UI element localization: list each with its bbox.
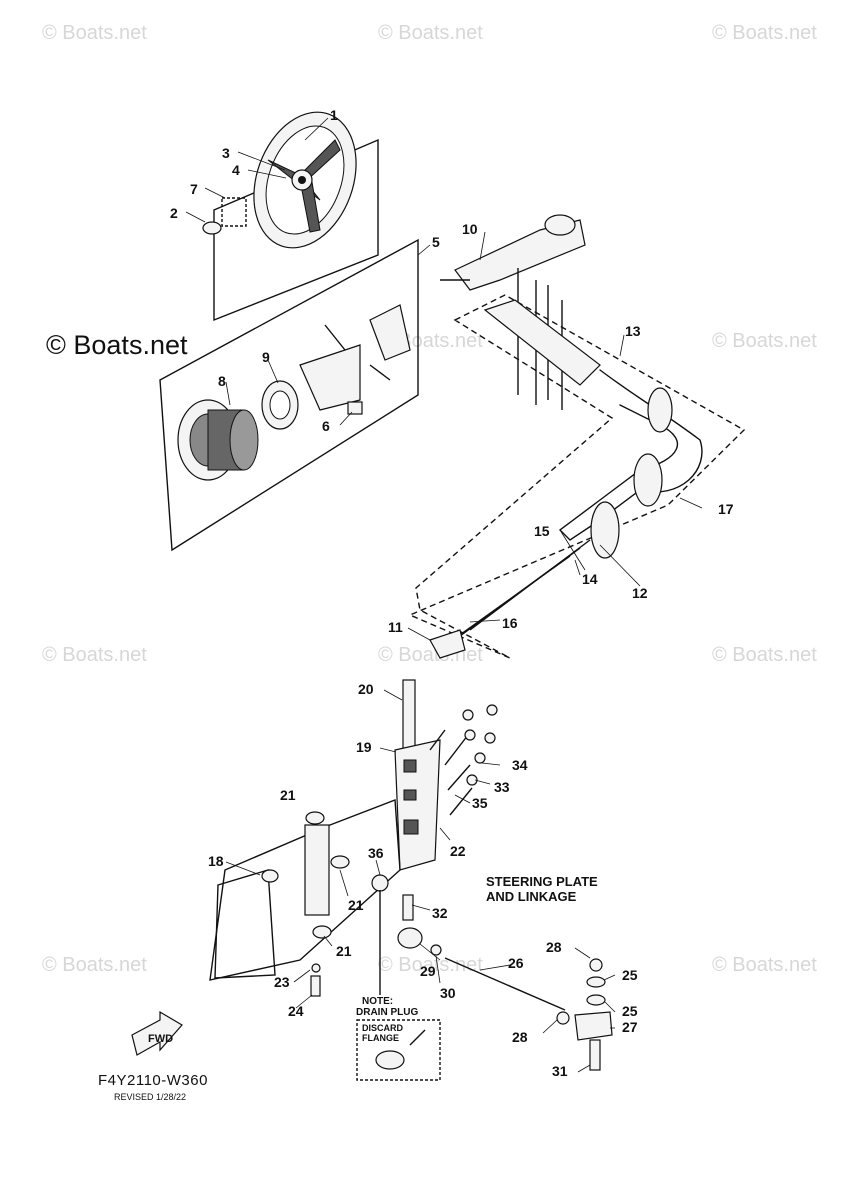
callout-13: 13 xyxy=(625,323,641,339)
watermark: © Boats.net xyxy=(42,22,147,44)
watermark: © Boats.net xyxy=(712,954,817,976)
callout-21-top: 21 xyxy=(280,787,296,803)
diagram-title-line2: AND LINKAGE xyxy=(486,889,577,904)
callout-36: 36 xyxy=(368,845,384,861)
callout-18: 18 xyxy=(208,853,224,869)
drain-plug-note xyxy=(356,1019,441,1081)
watermark-large: © Boats.net xyxy=(46,330,188,360)
callout-27: 27 xyxy=(622,1019,638,1035)
callout-34: 34 xyxy=(512,757,528,773)
watermark: © Boats.net xyxy=(712,330,817,352)
callout-15: 15 xyxy=(534,523,550,539)
callout-20: 20 xyxy=(358,681,374,697)
callout-30: 30 xyxy=(440,985,456,1001)
callout-5: 5 xyxy=(432,234,440,250)
watermark: © Boats.net xyxy=(42,954,147,976)
leader-lines xyxy=(185,117,703,1073)
note-label: NOTE: xyxy=(362,996,393,1007)
callout-31: 31 xyxy=(552,1063,568,1079)
steering-wheel xyxy=(202,111,379,322)
callout-22: 22 xyxy=(450,843,466,859)
callout-11: 11 xyxy=(388,619,403,635)
callout-28-low: 28 xyxy=(512,1029,528,1045)
watermark: © Boats.net xyxy=(378,22,483,44)
callout-1: 1 xyxy=(330,107,338,123)
callout-16: 16 xyxy=(502,615,518,631)
callout-2: 2 xyxy=(170,205,178,221)
discard-label: DISCARD xyxy=(362,1023,404,1033)
flange-label: FLANGE xyxy=(362,1033,399,1043)
callout-12: 12 xyxy=(632,585,648,601)
callout-32: 32 xyxy=(432,905,448,921)
callout-10: 10 xyxy=(462,221,478,237)
callout-33: 33 xyxy=(494,779,510,795)
callout-25-low: 25 xyxy=(622,1003,638,1019)
callout-26: 26 xyxy=(508,955,524,971)
callout-19: 19 xyxy=(356,739,372,755)
callout-17: 17 xyxy=(718,501,734,517)
callout-7: 7 xyxy=(190,181,198,197)
watermark: © Boats.net xyxy=(712,22,817,44)
note-drain-plug: DRAIN PLUG xyxy=(356,1007,418,1018)
callout-29: 29 xyxy=(420,963,436,979)
watermark: © Boats.net xyxy=(712,644,817,666)
harness-assembly xyxy=(408,294,746,659)
steering-plate xyxy=(209,679,613,1071)
fwd-label: FWD xyxy=(148,1033,173,1045)
callout-25-top: 25 xyxy=(622,967,638,983)
callout-14: 14 xyxy=(582,571,598,587)
watermark: © Boats.net xyxy=(378,954,483,976)
diagram-title-line1: STEERING PLATE xyxy=(486,874,598,889)
callout-labels: 1 2 3 4 5 6 7 8 9 10 11 12 13 14 15 16 1… xyxy=(170,107,734,1079)
revised-date: REVISED 1/28/22 xyxy=(114,1092,187,1102)
callout-28-top: 28 xyxy=(546,939,562,955)
callout-8: 8 xyxy=(218,373,226,389)
callout-21-mid: 21 xyxy=(348,897,364,913)
callout-6: 6 xyxy=(322,418,330,434)
diagram-code: F4Y2110-W360 xyxy=(98,1072,208,1089)
callout-24: 24 xyxy=(288,1003,304,1019)
callout-21-low: 21 xyxy=(336,943,352,959)
callout-35: 35 xyxy=(472,795,488,811)
callout-23: 23 xyxy=(274,974,290,990)
watermark: © Boats.net xyxy=(42,644,147,666)
callout-3: 3 xyxy=(222,145,230,161)
callout-4: 4 xyxy=(232,162,240,178)
callout-9: 9 xyxy=(262,349,270,365)
helm-unit xyxy=(159,238,419,552)
fwd-arrow-icon: FWD xyxy=(131,1010,183,1056)
